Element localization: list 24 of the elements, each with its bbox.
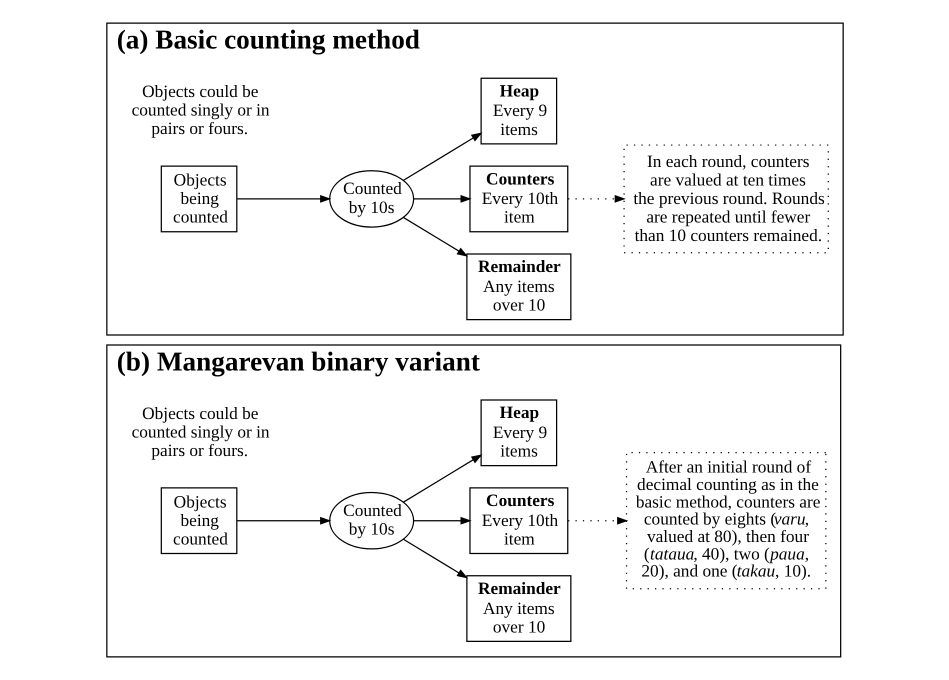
node-box: In each round, counters are valued at ten times the previous round. Rounds are repeated until fewer than 10 counters remained. <box>622 144 828 254</box>
node-box: Remainder Any items over 10 <box>466 575 571 642</box>
node-box: Heap Every 9 items <box>480 78 557 144</box>
arrow <box>402 538 468 578</box>
arrow <box>402 217 468 257</box>
arrow <box>236 195 331 203</box>
node-box: Counters Every 10th item <box>468 165 568 232</box>
node-ellipse: Counted by 10s <box>328 170 414 228</box>
arrow <box>568 195 626 203</box>
arrow <box>413 516 472 525</box>
node-box: After an initial round of decimal counting as in the basic method, counters are counted by eights (varu, valued at 80), then four (tataua, 40), two (paua, 20), and one (takau, 10). <box>625 452 826 590</box>
arrow <box>402 454 482 503</box>
arrow <box>568 516 628 525</box>
node-box: Objects being counted <box>160 165 237 232</box>
node-box: Remainder Any items over 10 <box>466 253 571 320</box>
node-label: Objects could be counted singly or in pairs or fours. <box>131 404 270 460</box>
node-box: Objects being counted <box>160 487 237 554</box>
arrow <box>413 195 472 203</box>
node-box: Counters Every 10th item <box>468 487 568 554</box>
node-ellipse: Counted by 10s <box>328 492 414 550</box>
node-label: Objects could be counted singly or in pairs or fours. <box>131 82 270 138</box>
arrow <box>402 132 482 181</box>
arrow <box>236 516 331 525</box>
node-box: Heap Every 9 items <box>480 399 557 466</box>
